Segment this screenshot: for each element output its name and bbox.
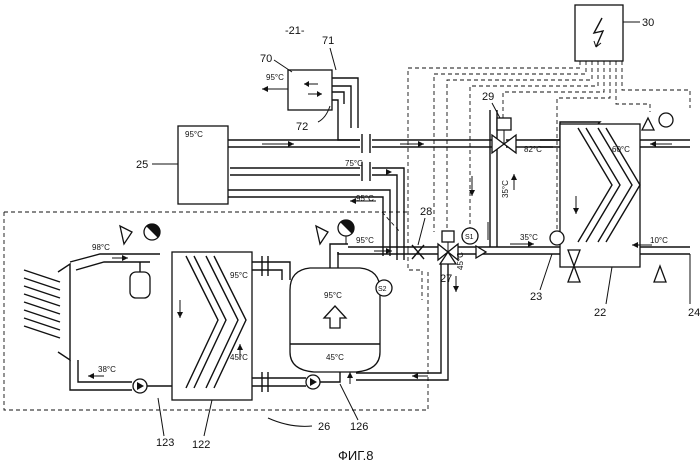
- ref-70: 70: [260, 53, 272, 65]
- temp-10: 10°C: [650, 236, 668, 245]
- ref-23: 23: [530, 291, 542, 303]
- sensor-s1: S1: [462, 228, 478, 244]
- temp-45-hx: 45°C: [230, 353, 248, 362]
- ref-122: 122: [192, 439, 210, 451]
- device-70: -21- 70 71 72 95°C: [260, 25, 360, 140]
- figure-caption: ФИГ.8: [338, 448, 374, 463]
- temp-45-out: 45°C: [456, 252, 465, 270]
- ref-126: 126: [350, 421, 368, 433]
- temp-95-out-70: 95°C: [266, 73, 284, 82]
- ref-123: 123: [156, 437, 174, 449]
- fig-label-21: -21-: [285, 25, 305, 37]
- ref-29: 29: [482, 91, 494, 103]
- valve-28: 28: [412, 206, 432, 259]
- ref-22: 22: [594, 307, 606, 319]
- boiler-25: 25 95°C: [136, 126, 228, 204]
- heat-exchanger-122: 95°C 45°C 122: [172, 252, 252, 451]
- heat-exchanger-22: 82°C 35°C 60°C 10°C 22 24: [501, 113, 700, 319]
- main-header-pipes: 75°C 95°C 95°C 35°C: [228, 110, 600, 260]
- ref-26: 26: [318, 421, 330, 433]
- temp-82: 82°C: [524, 145, 542, 154]
- ref-28: 28: [420, 206, 432, 218]
- ref-30: 30: [642, 17, 654, 29]
- temp-45-tank: 45°C: [326, 353, 344, 362]
- temp-75: 75°C: [345, 159, 363, 168]
- temp-95-header: 95°C: [185, 130, 203, 139]
- pump-123: 123: [133, 379, 174, 449]
- storage-tank-126: 95°C 45°C S2 126: [290, 268, 392, 433]
- temp-95-return: 95°C: [356, 194, 374, 203]
- ref-27: 27: [440, 273, 452, 285]
- control-unit-30: 30: [575, 5, 654, 61]
- temp-38: 38°C: [98, 365, 116, 374]
- expansion-vessel: [120, 224, 160, 298]
- temp-95-feed: 95°C: [356, 236, 374, 245]
- temp-35-mid: 35°C: [501, 180, 510, 198]
- temp-35-low: 35°C: [520, 233, 538, 242]
- ref-25: 25: [136, 159, 148, 171]
- sensor-s1-label: S1: [465, 234, 474, 241]
- ref-24: 24: [688, 307, 700, 319]
- temp-95-tank-in: 95°C: [230, 271, 248, 280]
- sensor-s2-label: S2: [378, 286, 387, 293]
- temp-98: 98°C: [92, 243, 110, 252]
- outlet-45: 45°C: [380, 252, 465, 380]
- ref-72: 72: [296, 121, 308, 133]
- ref-71: 71: [322, 35, 334, 47]
- valve-29: 29: [482, 91, 516, 153]
- temp-95-tank: 95°C: [324, 291, 342, 300]
- check-valve: [476, 246, 486, 258]
- temp-60: 60°C: [612, 145, 630, 154]
